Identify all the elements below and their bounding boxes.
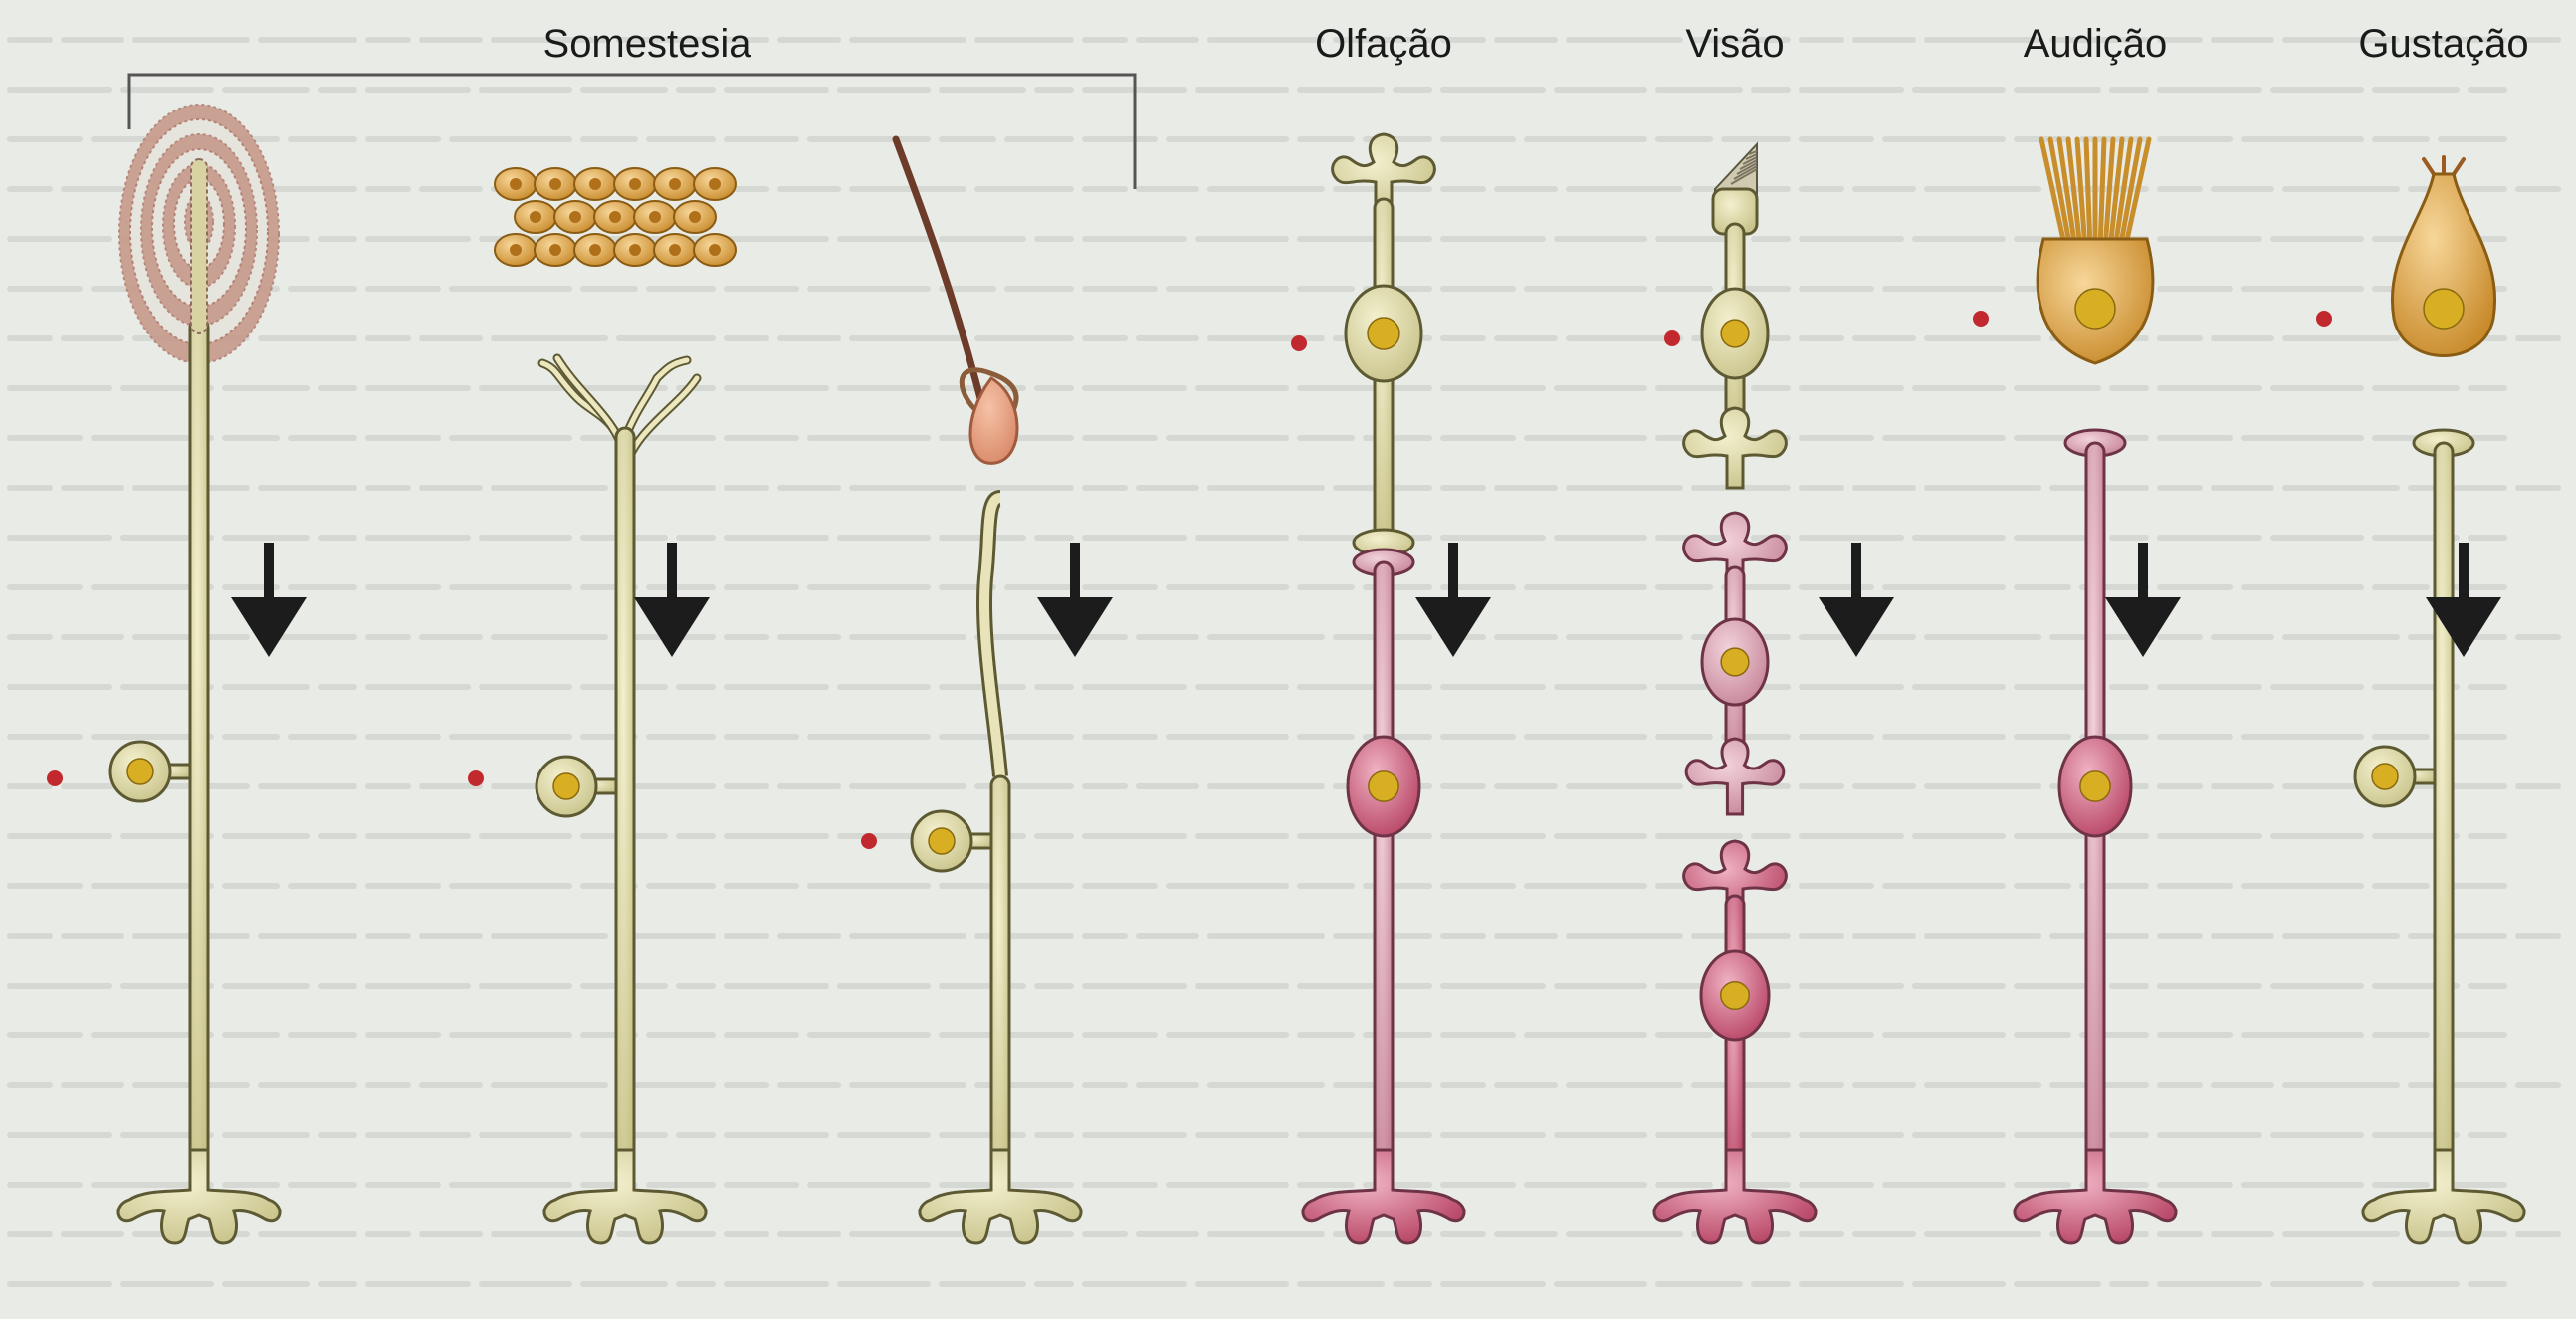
axon-terminal [118,1150,280,1243]
down-arrow-icon [1415,597,1491,657]
red-dot-marker [468,770,484,786]
epithelial-nucleus [669,178,681,190]
taste-microvilli [2424,157,2464,174]
stereocilium [2086,139,2090,249]
dots-layer [47,311,2332,849]
pacinian-neuron [110,105,280,1243]
axon-terminal [920,1150,1081,1243]
axon [616,428,634,1195]
axon-terminal [2015,1150,2176,1243]
epithelial-nucleus [689,211,701,223]
axon-terminal [2363,1150,2524,1243]
dendrite-branches [1684,408,1787,488]
red-dot-marker [47,770,63,786]
nucleus [1369,771,1398,801]
red-dot-marker [2316,311,2332,327]
nucleus [2372,764,2398,789]
epithelial-nucleus [629,178,641,190]
free-ending-neuron [495,168,736,1243]
epithelial-nucleus [629,244,641,256]
axon [2435,443,2453,1195]
nucleus [553,773,579,799]
epithelial-nucleus [549,244,561,256]
epithelial-nucleus [589,178,601,190]
axon [991,776,1009,1195]
nucleus [1721,320,1749,347]
epithelial-nucleus [569,211,581,223]
hair-follicle-neuron [896,139,1081,1243]
nucleus [1721,982,1750,1010]
epithelial-nucleus [549,178,561,190]
nucleus [2424,289,2464,329]
epithelial-nucleus [649,211,661,223]
down-arrow-icon [634,597,710,657]
epithelial-nucleus [510,178,522,190]
epithelial-nucleus [510,244,522,256]
nucleus [1368,318,1399,349]
red-dot-marker [1973,311,1989,327]
epithelial-nucleus [589,244,601,256]
dendrite-branches [1686,739,1784,814]
epithelial-nucleus [709,178,721,190]
down-arrow-icon [1819,597,1894,657]
down-arrow-icon [2105,597,2181,657]
red-dot-marker [1664,330,1680,346]
olfactory-chain [1303,134,1464,1243]
nucleus [929,828,955,854]
epithelial-nucleus [530,211,541,223]
nucleus [2080,771,2110,801]
epithelial-nucleus [709,244,721,256]
auditory-chain [2015,139,2176,1243]
gustatory-chain [2355,157,2524,1243]
epithelial-nucleus [609,211,621,223]
stereocilium [2100,139,2104,249]
red-dot-marker [861,833,877,849]
visual-chain [1654,144,1816,1243]
hair-shaft [896,139,985,418]
axon [190,319,208,1195]
nucleus [1721,648,1749,676]
down-arrow-icon [1037,597,1113,657]
nucleus [2075,289,2115,329]
down-arrow-icon [231,597,307,657]
axon-terminal [544,1150,706,1243]
axon-terminal [1654,1150,1816,1243]
capsule-core [191,159,207,333]
epithelial-nucleus [669,244,681,256]
nucleus [127,759,153,784]
axon [1375,562,1393,1195]
red-dot-marker [1291,335,1307,351]
axon-terminal [1303,1150,1464,1243]
